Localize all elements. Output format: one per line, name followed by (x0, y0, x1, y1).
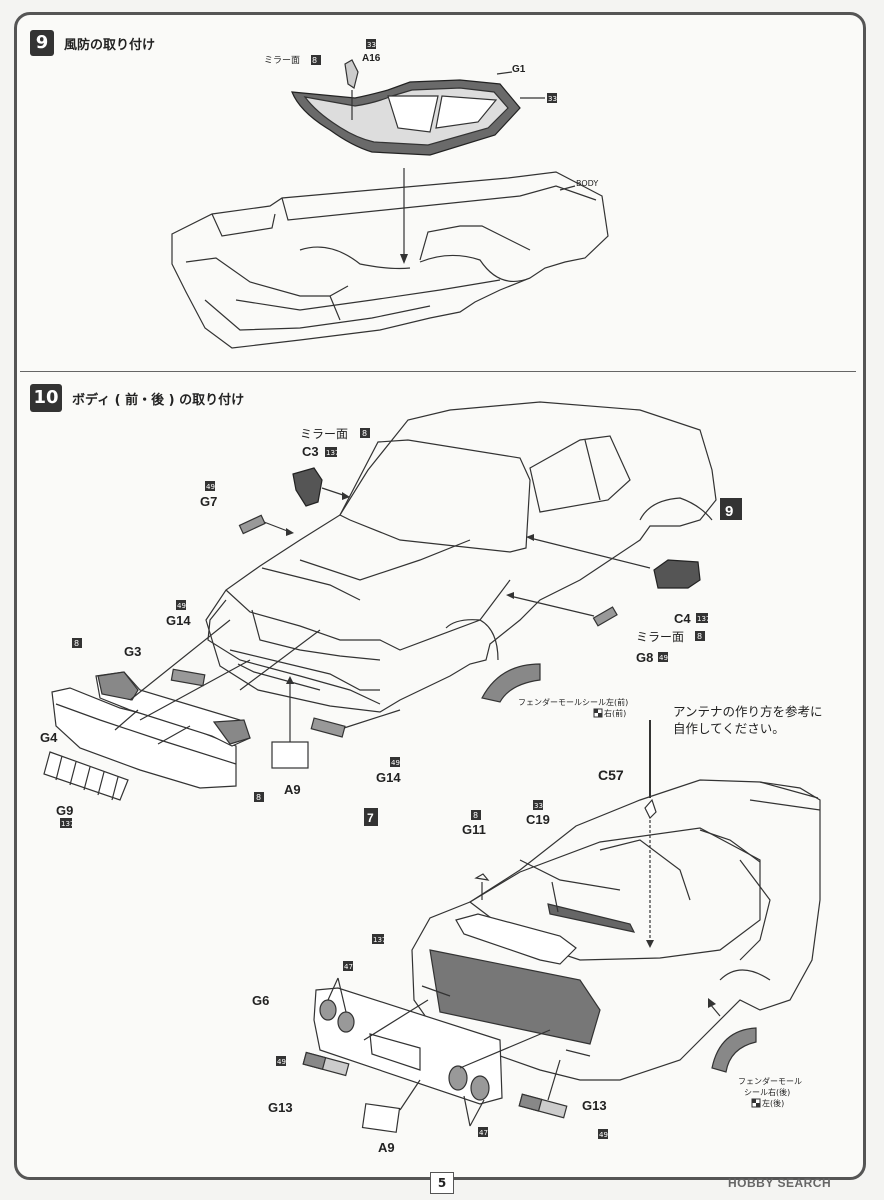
label-a9-front: A9 (284, 782, 301, 797)
color-g6: 47 (344, 963, 353, 971)
step-10-number: 10 (30, 384, 62, 412)
label-fender-rear-2: シール右(後) (744, 1087, 790, 1097)
step-10-title: ボディ ( 前・後 ) の取り付け (72, 393, 245, 408)
antenna-note: アンテナの作り方を参考に 自作してください。 (673, 703, 853, 737)
mirror-c4-shape (653, 559, 701, 589)
label-a9-rear: A9 (378, 1140, 395, 1155)
label-fender-rear-3: 左(後) (762, 1098, 784, 1108)
color-g7: 49 (206, 483, 215, 491)
antenna-note-line-1: アンテナの作り方を参考に (673, 704, 823, 719)
page-number: 5 (430, 1172, 454, 1194)
label-c57: C57 (598, 767, 624, 783)
ref-step-7-badge (364, 808, 378, 826)
color-g13-right: 49 (599, 1131, 608, 1139)
antenna-note-line-2: 自作してください。 (673, 721, 785, 736)
label-fender-rear-1: フェンダーモール (738, 1076, 802, 1086)
label-g11: G11 (462, 822, 486, 837)
color-mirror-c4: 8 (697, 632, 702, 641)
g4-bumper-shape (51, 687, 237, 789)
color-g14-bottom: 49 (391, 759, 400, 767)
color-g1: 33 (548, 95, 557, 103)
label-g9: G9 (56, 803, 73, 818)
label-c3: C3 (302, 444, 319, 459)
label-mirror-side-c4: ミラー面 (636, 630, 684, 644)
a9-front-plate-shape (271, 741, 309, 769)
color-mirror-c3: 8 (362, 429, 367, 438)
color-c19: 33 (534, 802, 543, 810)
label-a16: A16 (362, 53, 381, 64)
mirror-c3-shape (292, 467, 323, 507)
front-car-body (205, 401, 717, 713)
label-g14-top: G14 (166, 613, 191, 628)
color-g13-left: 49 (277, 1058, 286, 1066)
step-9-number: 9 (30, 30, 54, 56)
ref-step-9-label: 9 (725, 503, 733, 520)
label-mirror-side-c3: ミラー面 (300, 427, 348, 441)
label-mirror-side-a16: ミラー面 (264, 55, 300, 66)
g8-part-shape (592, 606, 618, 627)
label-g4: G4 (40, 730, 58, 745)
label-g7: G7 (200, 494, 217, 509)
color-g3: 8 (74, 639, 79, 648)
fender-rear-seal-shape (711, 1027, 757, 1073)
step-9-title: 風防の取り付け (64, 38, 156, 53)
label-c4: C4 (674, 611, 691, 626)
ref-step-9-badge (720, 498, 742, 520)
color-mirror-a16: 8 (312, 56, 317, 65)
ref-step-7-label: 7 (367, 811, 374, 825)
color-c3: 137 (326, 449, 339, 457)
label-c19: C19 (526, 812, 550, 827)
color-tail-panel: 137 (373, 936, 386, 944)
label-fender-front: フェンダーモールシール左(前) (518, 697, 628, 707)
a9-rear-plate-shape (361, 1103, 401, 1133)
color-rear-lens: 47 (479, 1129, 488, 1137)
color-g4: 8 (256, 793, 261, 802)
g7-part-shape (238, 514, 266, 535)
g14-top-part-shape (170, 668, 206, 687)
label-g3: G3 (124, 644, 141, 659)
mirror-a16-shape (344, 59, 359, 89)
color-g14-top: 49 (177, 602, 186, 610)
color-c4: 137 (697, 615, 710, 623)
fender-front-seal-shape (481, 663, 541, 703)
color-g11: 8 (473, 811, 478, 820)
spoiler-shape (455, 913, 577, 965)
label-g13-right: G13 (582, 1098, 607, 1113)
windshield-part (291, 79, 521, 156)
label-g8: G8 (636, 650, 653, 665)
step-divider (20, 371, 856, 372)
label-fender-front-right: 右(前) (604, 708, 626, 718)
g14-bottom-part-shape (310, 717, 346, 738)
color-g9: 137 (61, 820, 74, 828)
label-g6: G6 (252, 993, 269, 1008)
label-g14-bottom: G14 (376, 770, 401, 785)
label-body: BODY (576, 179, 598, 188)
color-a16: 33 (367, 41, 376, 49)
watermark-logo: HOBBY SEARCH (728, 1176, 832, 1190)
color-g8: 49 (659, 654, 668, 662)
car-body-shell (171, 171, 609, 349)
g9-grille-shape (43, 751, 129, 801)
label-g1: G1 (512, 64, 526, 75)
label-g13-left: G13 (268, 1100, 293, 1115)
